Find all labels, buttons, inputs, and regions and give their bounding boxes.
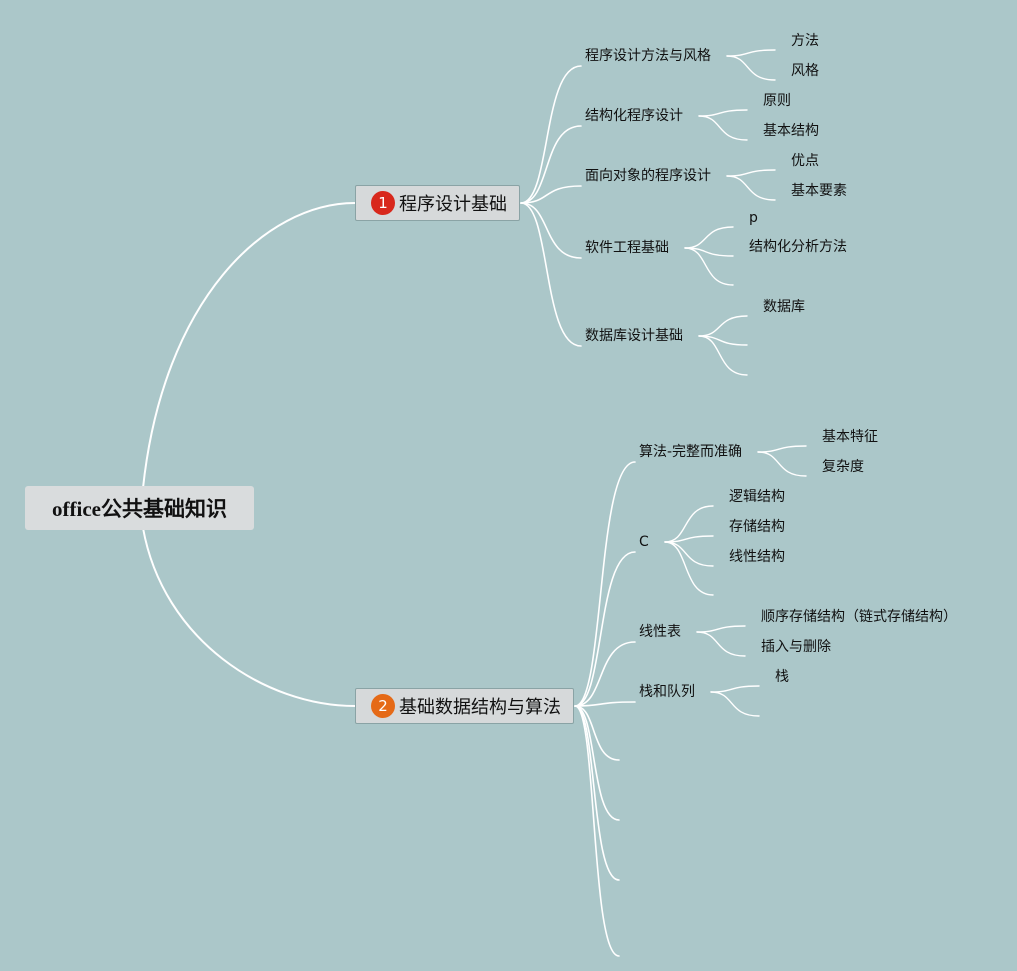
leaf-2-4-1[interactable]: 栈	[775, 669, 789, 685]
sub-2-4-to-leaf-2-line	[710, 691, 760, 717]
leaf-1-1-2[interactable]: 风格	[791, 63, 819, 79]
sub-1-2-to-leaf-2-line	[698, 115, 748, 141]
branch-label-1: 程序设计基础	[399, 194, 507, 215]
subtopic-2-1[interactable]: 算法-完整而准确	[639, 444, 743, 460]
sub-1-4-to-leaf-1-line	[684, 226, 734, 249]
leaf-1-1-1[interactable]: 方法	[791, 33, 819, 49]
subtopic-2-3[interactable]: 线性表	[639, 624, 681, 640]
sub-1-3-to-leaf-1-line	[726, 169, 776, 177]
root-node[interactable]: office公共基础知识	[25, 486, 254, 530]
sub-1-2-to-leaf-1-line	[698, 109, 748, 117]
root-to-branch-1-line	[142, 202, 356, 489]
branch-1-to-sub-2-line	[520, 125, 582, 204]
leaf-1-5-1[interactable]: 数据库	[763, 299, 805, 315]
sub-2-3-to-leaf-1-line	[696, 625, 746, 633]
subtopic-2-4[interactable]: 栈和队列	[639, 684, 695, 700]
sub-1-5-to-leaf-1-line	[698, 315, 748, 337]
leaf-2-3-2[interactable]: 插入与删除	[761, 639, 831, 655]
branch-2-to-sub-2-line	[574, 551, 636, 707]
subtopic-1-2[interactable]: 结构化程序设计	[585, 108, 683, 124]
branch-2-to-sub-3-line	[574, 641, 636, 707]
leaf-1-4-2[interactable]: 结构化分析方法	[749, 239, 847, 255]
sub-2-4-to-leaf-1-line	[710, 685, 760, 693]
root-to-branch-2-line	[142, 527, 356, 707]
subtopic-2-2[interactable]: C	[639, 534, 649, 550]
branch-node-2[interactable]: 2 基础数据结构与算法	[355, 688, 574, 724]
badge-2: 2	[371, 694, 395, 718]
branch-2-to-sub-4-line	[574, 701, 636, 707]
subtopic-1-4[interactable]: 软件工程基础	[585, 240, 669, 256]
badge-1: 1	[371, 191, 395, 215]
leaf-2-3-1[interactable]: 顺序存储结构（链式存储结构）	[761, 609, 957, 625]
branch-2-to-sub-5-line	[574, 705, 620, 761]
sub-2-2-to-leaf-4-line	[664, 541, 714, 596]
leaf-1-3-2[interactable]: 基本要素	[791, 183, 847, 199]
branch-1-to-sub-3-line	[520, 185, 582, 204]
leaf-1-4-1[interactable]: p	[749, 210, 758, 226]
sub-1-1-to-leaf-1-line	[726, 49, 776, 57]
branch-1-to-sub-5-line	[520, 202, 582, 347]
subtopic-1-1[interactable]: 程序设计方法与风格	[585, 48, 711, 64]
sub-2-1-to-leaf-1-line	[757, 445, 807, 453]
branch-2-to-sub-6-line	[574, 705, 620, 821]
leaf-1-2-1[interactable]: 原则	[763, 93, 791, 109]
leaf-2-2-2[interactable]: 存储结构	[729, 519, 785, 535]
sub-1-1-to-leaf-2-line	[726, 55, 776, 81]
branch-node-1[interactable]: 1 程序设计基础	[355, 185, 520, 221]
sub-1-4-to-leaf-3-line	[684, 247, 734, 286]
leaf-1-3-1[interactable]: 优点	[791, 153, 819, 169]
leaf-2-2-1[interactable]: 逻辑结构	[729, 489, 785, 505]
sub-2-2-to-leaf-2-line	[664, 535, 714, 543]
subtopic-1-3[interactable]: 面向对象的程序设计	[585, 168, 711, 184]
leaf-2-2-3[interactable]: 线性结构	[729, 549, 785, 565]
branch-1-to-sub-4-line	[520, 202, 582, 259]
leaf-2-1-2[interactable]: 复杂度	[822, 459, 864, 475]
branch-2-to-sub-1-line	[574, 461, 636, 707]
subtopic-1-5[interactable]: 数据库设计基础	[585, 328, 683, 344]
sub-2-2-to-leaf-1-line	[664, 505, 714, 543]
sub-1-3-to-leaf-2-line	[726, 175, 776, 201]
leaf-1-2-2[interactable]: 基本结构	[763, 123, 819, 139]
sub-1-5-to-leaf-3-line	[698, 335, 748, 376]
root-label: office公共基础知识	[52, 497, 227, 521]
branch-label-2: 基础数据结构与算法	[399, 697, 561, 718]
sub-2-1-to-leaf-2-line	[757, 451, 807, 477]
branch-1-to-sub-1-line	[520, 65, 582, 204]
branch-2-to-sub-8-line	[574, 705, 620, 957]
branch-2-to-sub-7-line	[574, 705, 620, 881]
sub-2-2-to-leaf-3-line	[664, 541, 714, 567]
leaf-2-1-1[interactable]: 基本特征	[822, 429, 878, 445]
sub-2-3-to-leaf-2-line	[696, 631, 746, 657]
